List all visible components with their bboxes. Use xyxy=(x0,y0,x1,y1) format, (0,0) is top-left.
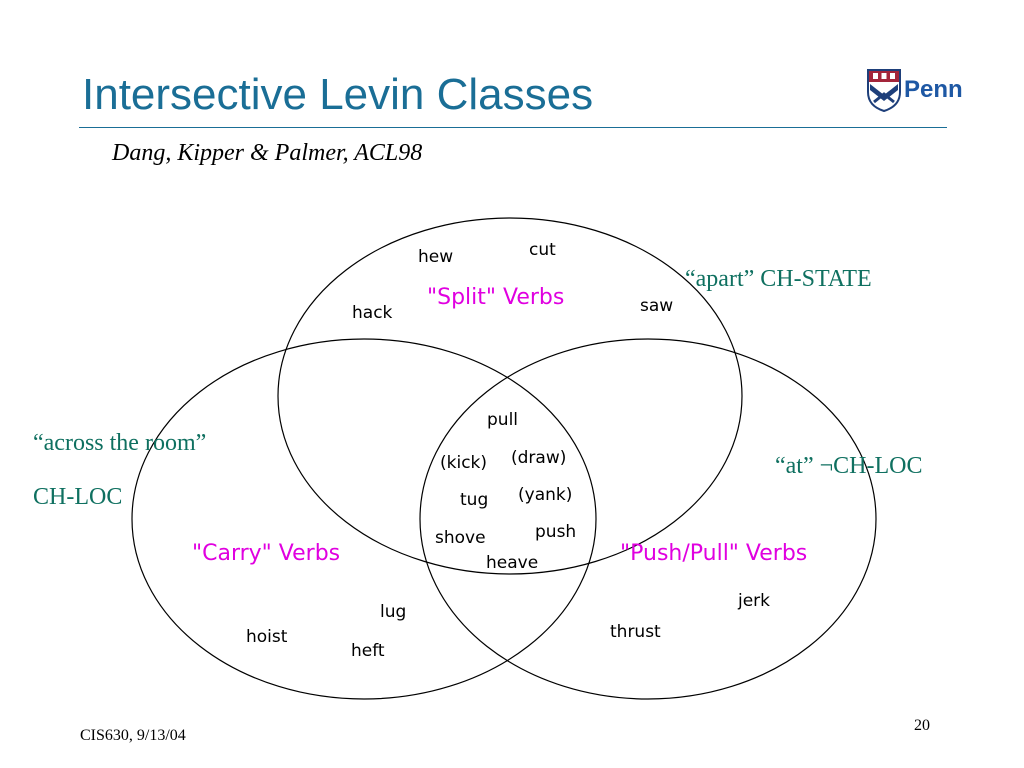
push-pull-verbs-label: "Push/Pull" Verbs xyxy=(620,541,807,566)
penn-logo-text: Penn xyxy=(904,76,963,103)
verb-hoist: hoist xyxy=(246,627,288,647)
split-verbs-circle xyxy=(277,217,743,575)
slide-subtitle: Dang, Kipper & Palmer, ACL98 xyxy=(112,140,423,166)
footer-course-date: CIS630, 9/13/04 xyxy=(80,727,186,744)
verb-hack: hack xyxy=(352,303,393,323)
note-apart-ch-state: “apart” CH-STATE xyxy=(685,266,872,292)
title-divider xyxy=(79,127,947,128)
slide-title: Intersective Levin Classes xyxy=(82,70,594,119)
verb-hew: hew xyxy=(418,247,453,267)
verb-yank: (yank) xyxy=(518,485,572,505)
page-number: 20 xyxy=(914,717,930,734)
verb-tug: tug xyxy=(460,490,488,510)
verb-thrust: thrust xyxy=(610,622,661,642)
verb-cut: cut xyxy=(529,240,556,260)
split-verbs-label: "Split" Verbs xyxy=(427,285,564,310)
verb-heave: heave xyxy=(486,553,538,573)
verb-jerk: jerk xyxy=(737,591,770,611)
push-pull-verbs-circle xyxy=(419,338,877,700)
carry-verbs-label: "Carry" Verbs xyxy=(192,541,340,566)
penn-shield-icon xyxy=(867,69,901,112)
verb-heft: heft xyxy=(351,641,385,661)
carry-verbs-circle xyxy=(131,338,597,700)
note-across-the-room: “across the room” xyxy=(33,430,207,456)
note-at-not-ch-loc: “at” ¬CH-LOC xyxy=(775,453,923,479)
verb-saw: saw xyxy=(640,296,673,316)
note-ch-loc: CH-LOC xyxy=(33,484,123,510)
verb-draw: (draw) xyxy=(511,448,566,468)
verb-lug: lug xyxy=(380,602,406,622)
verb-kick: (kick) xyxy=(440,453,487,473)
penn-logo: Penn xyxy=(866,68,996,114)
verb-pull: pull xyxy=(487,410,518,430)
verb-shove: shove xyxy=(435,528,486,548)
verb-push: push xyxy=(535,522,576,542)
